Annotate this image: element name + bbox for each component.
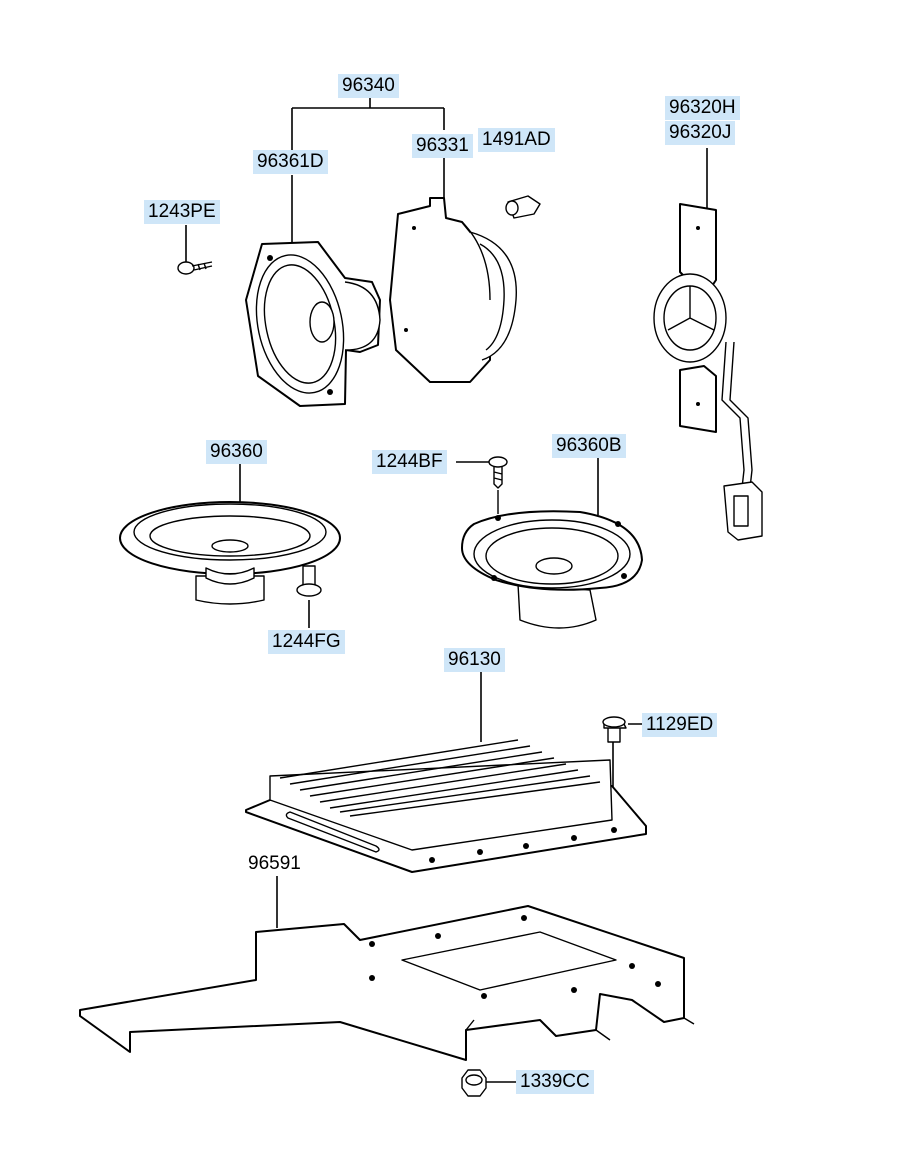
label-96320h[interactable]: 96320H [665,96,740,120]
label-1339cc[interactable]: 1339CC [516,1070,594,1094]
rear-speaker-left-drawing [119,501,341,605]
label-96360b[interactable]: 96360B [552,434,626,458]
screw-1243pe-drawing [177,261,213,275]
amplifier-drawing [245,739,647,873]
label-1129ed[interactable]: 1129ED [642,713,718,737]
screw-1244bf-drawing [488,456,508,514]
nut-1339cc-drawing [461,1069,487,1097]
label-1244fg[interactable]: 1244FG [268,630,345,654]
rear-speaker-right-drawing [461,510,643,629]
label-96320j[interactable]: 96320J [665,121,736,145]
label-96340[interactable]: 96340 [338,74,399,98]
label-96591[interactable]: 96591 [248,853,301,874]
label-1491ad[interactable]: 1491AD [478,128,555,152]
front-speaker-drawing [245,241,381,407]
label-1243pe[interactable]: 1243PE [144,200,220,224]
amp-bracket-drawing [79,905,695,1061]
label-96130[interactable]: 96130 [444,648,505,672]
screw-1244fg-drawing [296,565,322,597]
label-96360[interactable]: 96360 [206,440,267,464]
label-1244bf[interactable]: 1244BF [372,450,447,474]
bushing-drawing [505,195,541,219]
tweeter-drawing [653,203,763,541]
label-96361d[interactable]: 96361D [253,150,328,174]
speaker-bracket-drawing [389,197,517,383]
bolt-1129ed-drawing [602,716,627,743]
label-96331[interactable]: 96331 [412,134,473,158]
